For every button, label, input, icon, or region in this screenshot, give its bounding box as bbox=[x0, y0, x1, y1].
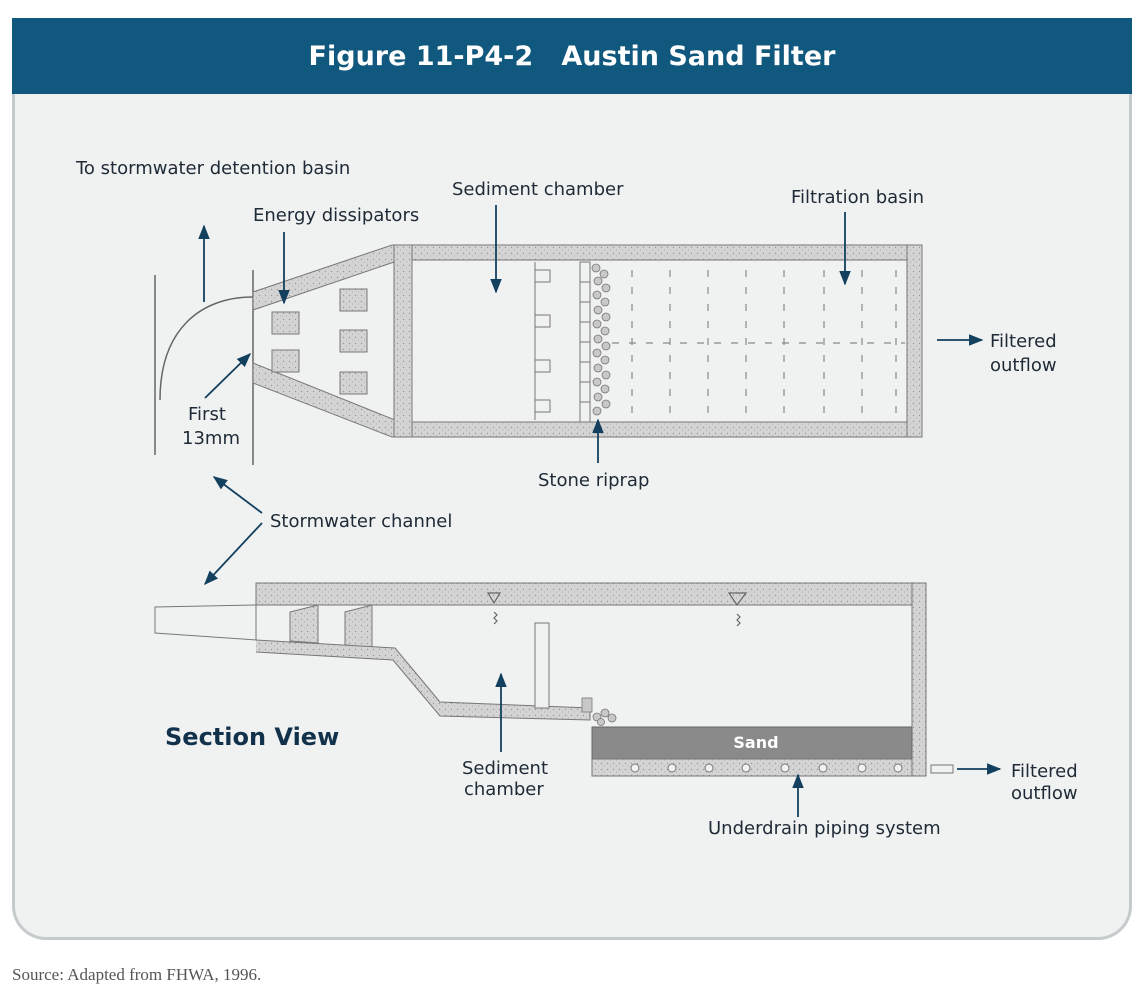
figure-number: Figure 11-P4-2 bbox=[308, 40, 534, 72]
stormwater-channel-label: Stormwater channel bbox=[270, 511, 452, 532]
sand-layer bbox=[591, 726, 913, 760]
stone-riprap bbox=[591, 263, 611, 416]
channel-arrow-down bbox=[204, 522, 263, 586]
energy-dissipators-label: Energy dissipators bbox=[253, 205, 419, 226]
energy-dissipator-blocks bbox=[271, 288, 368, 395]
sand-label: Sand bbox=[733, 733, 778, 752]
inlet-channel bbox=[154, 604, 257, 641]
sediment-chamber-label: Sediment chamber bbox=[452, 179, 624, 200]
stone-riprap-label: Stone riprap bbox=[538, 470, 649, 491]
plan-outflow-label-1: Filtered bbox=[990, 331, 1057, 352]
section-view-label: Section View bbox=[165, 723, 339, 751]
plan-outflow-label-2: outflow bbox=[990, 355, 1057, 376]
section-sediment-label-1: Sediment bbox=[462, 758, 548, 779]
first-label-1: First bbox=[188, 404, 226, 425]
first-label-2: 13mm bbox=[182, 428, 240, 449]
source-note: Source: Adapted from FHWA, 1996. bbox=[12, 965, 262, 984]
figure-title: Austin Sand Filter bbox=[561, 40, 836, 72]
to-basin-label: To stormwater detention basin bbox=[75, 158, 350, 179]
section-riprap bbox=[581, 697, 617, 726]
figure-title-bar: Figure 11-P4-2 Austin Sand Filter bbox=[12, 18, 1132, 94]
section-outflow-label-2: outflow bbox=[1011, 783, 1078, 804]
water-level-markers bbox=[486, 592, 748, 627]
sediment-chamber-wall bbox=[534, 261, 591, 423]
plan-view bbox=[154, 244, 923, 465]
underdrain-label: Underdrain piping system bbox=[708, 818, 941, 839]
right-wall bbox=[911, 582, 927, 777]
outlet-pipe bbox=[930, 764, 954, 774]
top-slab bbox=[255, 582, 927, 606]
first-flush-arrow bbox=[204, 352, 252, 399]
filtration-underdrain-pattern bbox=[612, 270, 905, 415]
section-sediment-label-2: chamber bbox=[464, 779, 544, 800]
first-flush-curve bbox=[159, 296, 254, 401]
sediment-baffle bbox=[534, 622, 550, 709]
sloped-floor bbox=[255, 639, 591, 721]
section-dissipator-1 bbox=[289, 604, 319, 644]
callout-arrows bbox=[198, 205, 1002, 817]
filtration-basin-label: Filtration basin bbox=[791, 187, 924, 208]
section-outflow-label-1: Filtered bbox=[1011, 761, 1078, 782]
channel-arrow-up bbox=[212, 476, 263, 514]
figure-panel bbox=[12, 18, 1132, 940]
section-view: Sand bbox=[154, 582, 954, 777]
underdrain-pipes bbox=[630, 763, 903, 773]
section-dissipator-2 bbox=[344, 604, 373, 649]
